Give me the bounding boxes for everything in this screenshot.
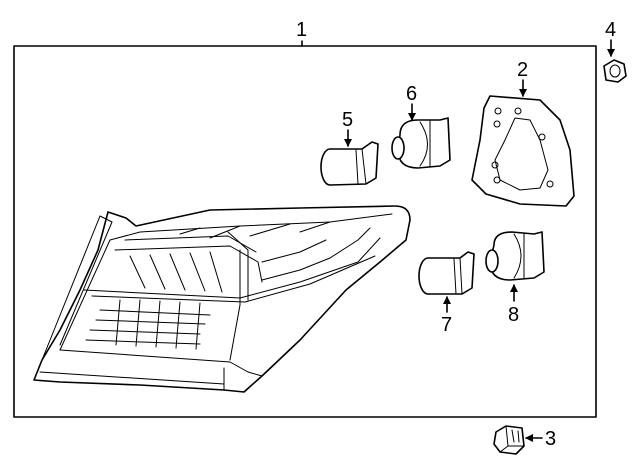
clip-3[interactable] xyxy=(493,425,525,455)
callout-7[interactable]: 7 xyxy=(441,296,452,336)
callout-3-label: 3 xyxy=(545,428,556,450)
callout-8-label: 8 xyxy=(508,304,519,326)
callout-8[interactable]: 8 xyxy=(508,284,519,326)
callout-4[interactable]: 4 xyxy=(605,19,616,57)
callout-6-label: 6 xyxy=(406,83,417,105)
socket-8[interactable] xyxy=(485,231,545,281)
callout-3[interactable]: 3 xyxy=(525,428,556,450)
callout-6[interactable]: 6 xyxy=(406,83,417,121)
callout-5[interactable]: 5 xyxy=(342,109,353,147)
bulb-5[interactable] xyxy=(320,141,379,186)
callout-2-label: 2 xyxy=(517,59,528,81)
socket-6[interactable] xyxy=(391,117,451,169)
tail-lamp-housing[interactable] xyxy=(33,205,411,393)
callout-1-label: 1 xyxy=(296,19,307,41)
nut-4[interactable] xyxy=(603,59,627,83)
callout-2[interactable]: 2 xyxy=(517,59,528,97)
assembly-frame xyxy=(13,45,597,418)
bulb-7[interactable] xyxy=(418,251,475,295)
callout-1[interactable]: 1 xyxy=(296,19,307,47)
gasket-2[interactable] xyxy=(471,95,575,207)
callout-5-label: 5 xyxy=(342,109,353,131)
callout-7-label: 7 xyxy=(441,314,452,336)
callout-4-label: 4 xyxy=(605,19,616,41)
